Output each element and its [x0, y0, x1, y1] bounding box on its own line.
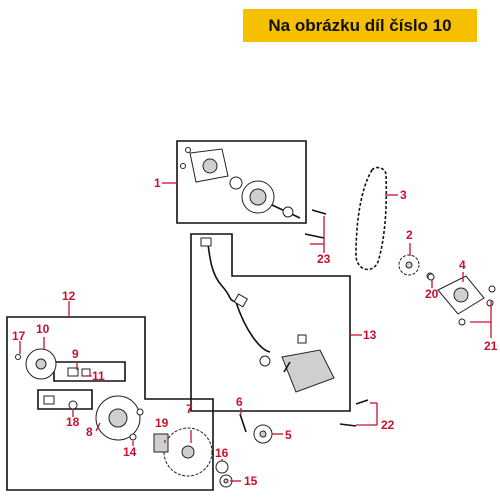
- label-2: 2: [406, 228, 413, 242]
- part-shaft-gear: [239, 413, 273, 444]
- label-15: 15: [244, 474, 258, 488]
- part-chain: [355, 166, 388, 271]
- label-3: 3: [400, 188, 407, 202]
- label-23: 23: [317, 252, 331, 266]
- label-14: 14: [123, 445, 137, 459]
- label-12: 12: [62, 289, 76, 303]
- part-bolts-22: [339, 399, 369, 427]
- part-number-labels: 1 2 3 4 5 6 7 8 9 10 11 12 13 14 15 16 1…: [12, 176, 498, 488]
- part-washer-nut: [215, 460, 233, 488]
- part-sprocket: [398, 254, 420, 276]
- leader-lines: [19, 182, 492, 482]
- frame-subgroup-9: [53, 361, 126, 382]
- label-13: 13: [363, 328, 377, 342]
- label-7: 7: [186, 402, 193, 416]
- label-8: 8: [86, 425, 93, 439]
- banner-text: Na obrázku díl číslo 10: [268, 15, 452, 35]
- label-17: 17: [12, 329, 26, 343]
- frame-subgroup-11: [37, 389, 93, 410]
- part-oil-pump: [180, 147, 327, 239]
- part-large-gear: [163, 427, 213, 477]
- label-21: 21: [484, 339, 498, 353]
- part-bearing: [153, 433, 169, 453]
- label-1: 1: [154, 176, 161, 190]
- part-flywheel: [95, 395, 141, 441]
- part-small-hardware: [15, 273, 435, 441]
- label-4: 4: [459, 258, 466, 272]
- label-20: 20: [425, 287, 439, 301]
- frame-group-1: [176, 140, 307, 224]
- label-18: 18: [66, 415, 80, 429]
- frame-group-12: [6, 316, 214, 491]
- part-starter-motor: [200, 237, 335, 393]
- label-9: 9: [72, 347, 79, 361]
- label-6: 6: [236, 395, 243, 409]
- label-19: 19: [155, 416, 169, 430]
- label-5: 5: [285, 428, 292, 442]
- part-flange: [25, 348, 57, 380]
- part-banner: Na obrázku díl číslo 10: [243, 9, 477, 42]
- label-16: 16: [215, 446, 229, 460]
- label-10: 10: [36, 322, 50, 336]
- label-22: 22: [381, 418, 395, 432]
- label-11: 11: [92, 369, 105, 383]
- frame-group-13: [190, 233, 351, 412]
